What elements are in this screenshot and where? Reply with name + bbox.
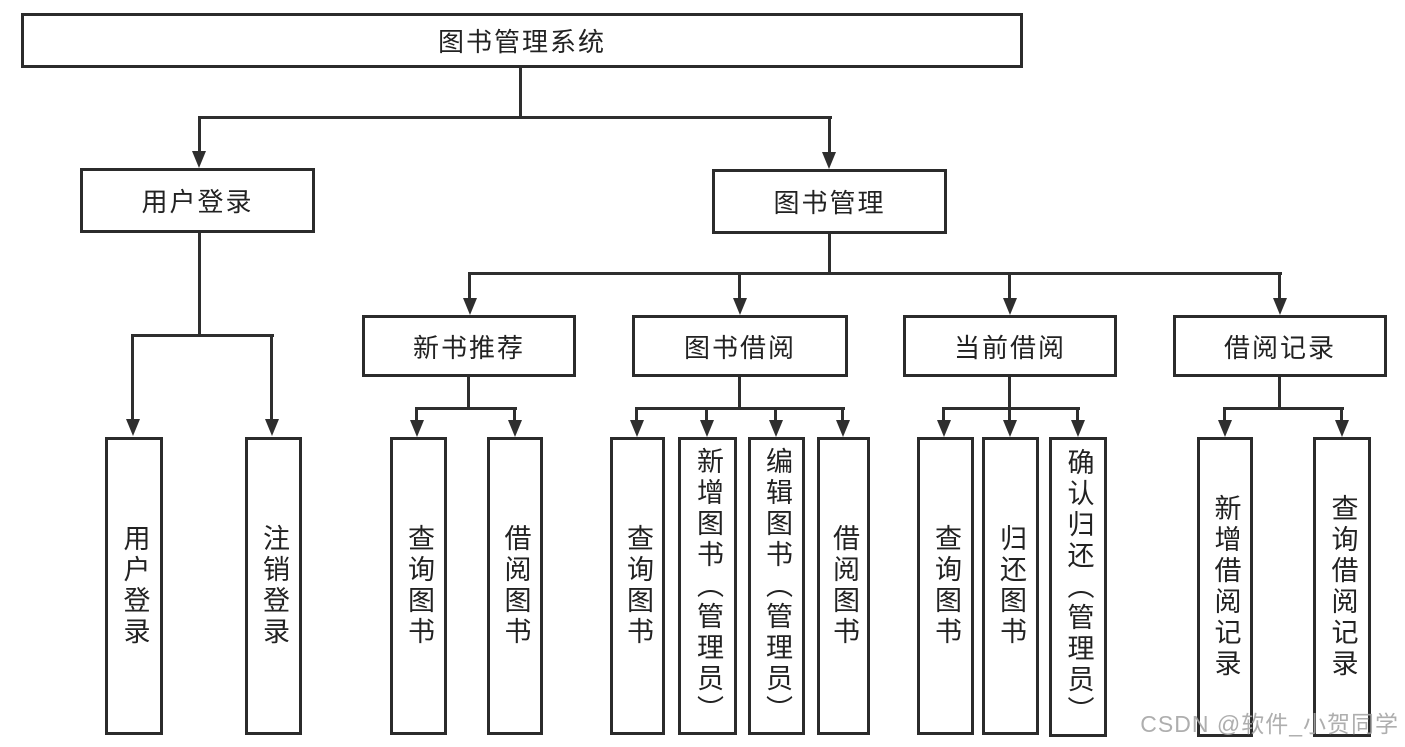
node-query-borrow-record: 查询借阅记录 <box>1313 437 1371 737</box>
node-add-borrow-record: 新增借阅记录 <box>1197 437 1253 737</box>
node-add-borrow-record-label: 新增借阅记录 <box>1210 494 1241 680</box>
connector-line <box>415 408 418 423</box>
node-borrow-books-borrowing-label: 借阅图书 <box>829 524 859 648</box>
arrow-down-icon <box>265 419 279 436</box>
connector-line <box>1008 377 1011 409</box>
connector-line <box>131 335 134 421</box>
arrow-down-icon <box>733 298 747 315</box>
arrow-down-icon <box>769 420 783 437</box>
arrow-down-icon <box>630 420 644 437</box>
arrow-down-icon <box>1335 420 1349 437</box>
node-edit-book-admin: 编辑图书（管理员） <box>748 437 805 735</box>
node-query-books-current-label: 查询图书 <box>931 524 961 648</box>
node-user-login-action-label: 用户登录 <box>119 524 150 648</box>
node-borrow-books-recommend: 借阅图书 <box>487 437 543 735</box>
connector-line <box>1278 377 1281 409</box>
arrow-down-icon <box>463 298 477 315</box>
node-book-borrowing: 图书借阅 <box>632 315 848 377</box>
node-query-books-current: 查询图书 <box>917 437 974 735</box>
node-book-management-label: 图书管理 <box>773 188 886 218</box>
connector-line <box>635 408 638 423</box>
connector-line <box>1008 273 1011 301</box>
node-user-login: 用户登录 <box>80 168 315 233</box>
connector-line <box>841 408 844 423</box>
node-confirm-return-admin-label: 确认归还（管理员） <box>1063 447 1094 727</box>
connector-line <box>828 234 831 274</box>
connector-line <box>198 116 832 119</box>
arrow-down-icon <box>1003 420 1017 437</box>
node-current-borrowing: 当前借阅 <box>903 315 1117 377</box>
node-user-login-action: 用户登录 <box>105 437 163 735</box>
node-return-book: 归还图书 <box>982 437 1039 735</box>
node-borrow-books-borrowing: 借阅图书 <box>817 437 870 735</box>
connector-line <box>468 273 471 301</box>
connector-line <box>415 407 517 410</box>
connector-line <box>131 334 274 337</box>
connector-line <box>468 272 1282 275</box>
node-edit-book-admin-label: 编辑图书（管理员） <box>762 446 792 726</box>
node-query-books-recommend: 查询图书 <box>390 437 447 735</box>
node-library-management-system-label: 图书管理系统 <box>437 27 606 57</box>
connector-line <box>635 407 845 410</box>
node-add-book-admin-label: 新增图书（管理员） <box>693 446 723 726</box>
node-query-borrow-record-label: 查询借阅记录 <box>1327 494 1358 680</box>
connector-line <box>1223 408 1226 423</box>
node-current-borrowing-label: 当前借阅 <box>953 332 1066 363</box>
connector-line <box>467 377 470 409</box>
node-new-book-recommendation-label: 新书推荐 <box>412 332 525 363</box>
connector-line <box>828 117 831 156</box>
connector-line <box>1340 408 1343 423</box>
node-add-book-admin: 新增图书（管理员） <box>678 437 737 735</box>
arrow-down-icon <box>126 419 140 436</box>
arrow-down-icon <box>410 420 424 437</box>
arrow-down-icon <box>700 420 714 437</box>
node-logout-label: 注销登录 <box>259 524 289 648</box>
connector-line <box>519 68 522 117</box>
node-confirm-return-admin: 确认归还（管理员） <box>1049 437 1107 737</box>
node-return-book-label: 归还图书 <box>996 524 1026 648</box>
node-new-book-recommendation: 新书推荐 <box>362 315 576 377</box>
connector-line <box>774 408 777 423</box>
node-borrowing-records: 借阅记录 <box>1173 315 1387 377</box>
node-query-books-borrowing: 查询图书 <box>610 437 665 735</box>
arrow-down-icon <box>508 420 522 437</box>
node-logout: 注销登录 <box>245 437 302 735</box>
node-book-management: 图书管理 <box>712 169 947 234</box>
arrow-down-icon <box>1273 298 1287 315</box>
node-library-management-system: 图书管理系统 <box>21 13 1023 68</box>
connector-line <box>1278 273 1281 301</box>
arrow-down-icon <box>192 151 206 168</box>
node-borrow-books-recommend-label: 借阅图书 <box>500 524 531 648</box>
connector-line <box>738 273 741 301</box>
node-book-borrowing-label: 图书借阅 <box>683 332 796 363</box>
arrow-down-icon <box>822 152 836 169</box>
connector-line <box>738 377 741 409</box>
node-query-books-borrowing-label: 查询图书 <box>623 524 653 648</box>
node-user-login-label: 用户登录 <box>141 187 254 217</box>
connector-line <box>198 117 201 155</box>
arrow-down-icon <box>1218 420 1232 437</box>
csdn-watermark: CSDN @软件_小贺同学 <box>1140 711 1399 737</box>
arrow-down-icon <box>937 420 951 437</box>
arrow-down-icon <box>1003 298 1017 315</box>
node-borrowing-records-label: 借阅记录 <box>1223 332 1336 363</box>
connector-line <box>1223 407 1344 410</box>
arrow-down-icon <box>1071 420 1085 437</box>
connector-line <box>513 408 516 423</box>
connector-line <box>198 233 201 337</box>
connector-line <box>1008 408 1011 423</box>
connector-line <box>942 407 1080 410</box>
node-query-books-recommend-label: 查询图书 <box>404 524 434 648</box>
connector-line <box>942 408 945 423</box>
connector-line <box>705 408 708 423</box>
arrow-down-icon <box>836 420 850 437</box>
connector-line <box>270 335 273 421</box>
connector-line <box>1076 408 1079 423</box>
